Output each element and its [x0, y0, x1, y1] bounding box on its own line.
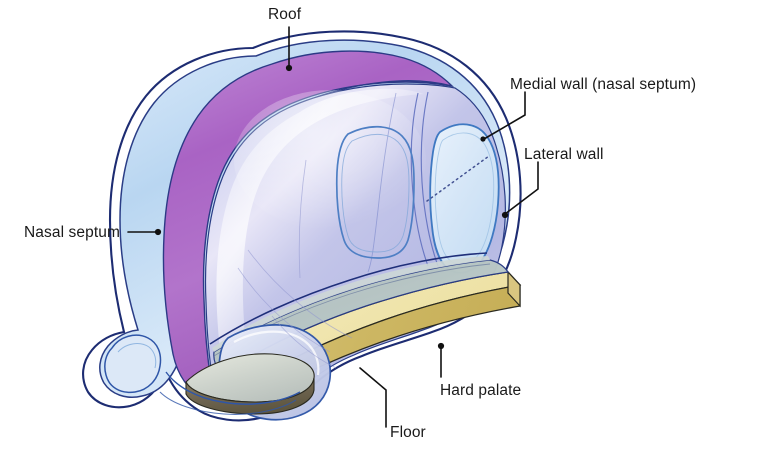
faint-line-1: [247, 249, 353, 339]
lower-rim-curve-2: [159, 391, 297, 415]
lower-rim-curve: [165, 371, 301, 405]
vestibule-lobe: [104, 334, 162, 394]
leader-medial: [483, 91, 526, 140]
leader-floor: [359, 367, 387, 428]
faint-line-4: [298, 159, 307, 279]
vestibule-group: [104, 334, 162, 394]
dot-medial: [480, 136, 486, 142]
leader-dots: [154, 64, 509, 350]
seam-medial-lateral-2: [420, 91, 439, 267]
dot-roof: [285, 64, 293, 72]
label-lateral-wall: Lateral wall: [524, 146, 604, 163]
middle-turbinate-group: [335, 125, 415, 259]
hard-palate-right-face: [507, 270, 521, 308]
body-glow: [234, 90, 426, 230]
vestibule-inner: [117, 343, 157, 369]
floor-top-edge: [209, 252, 488, 345]
inferior-bulge-highlight: [233, 330, 320, 376]
leader-lines: [127, 26, 539, 428]
dot-septum: [154, 228, 162, 236]
lower-rim-detail: [159, 371, 301, 415]
faint-line-2: [237, 267, 331, 353]
lateral-dotted-line: [426, 155, 490, 202]
nostril-group: [185, 353, 315, 415]
label-roof: Roof: [268, 6, 302, 23]
middle-turbinate: [335, 125, 415, 259]
nostril-rim: [185, 377, 315, 415]
dot-hard-palate: [437, 342, 445, 350]
label-medial-wall: Medial wall (nasal septum): [510, 76, 697, 93]
interior-faint-lines: [237, 159, 353, 369]
faint-line-3: [271, 315, 337, 369]
leader-lateral: [504, 161, 539, 215]
label-hard-palate: Hard palate: [440, 382, 522, 399]
dot-lateral: [501, 211, 509, 219]
middle-turbinate-inner: [341, 133, 410, 253]
seam-medial-lateral: [410, 92, 429, 267]
label-floor: Floor: [390, 424, 426, 441]
lateral-wall-group: [426, 123, 500, 274]
label-nasal-septum: Nasal septum: [24, 224, 120, 241]
